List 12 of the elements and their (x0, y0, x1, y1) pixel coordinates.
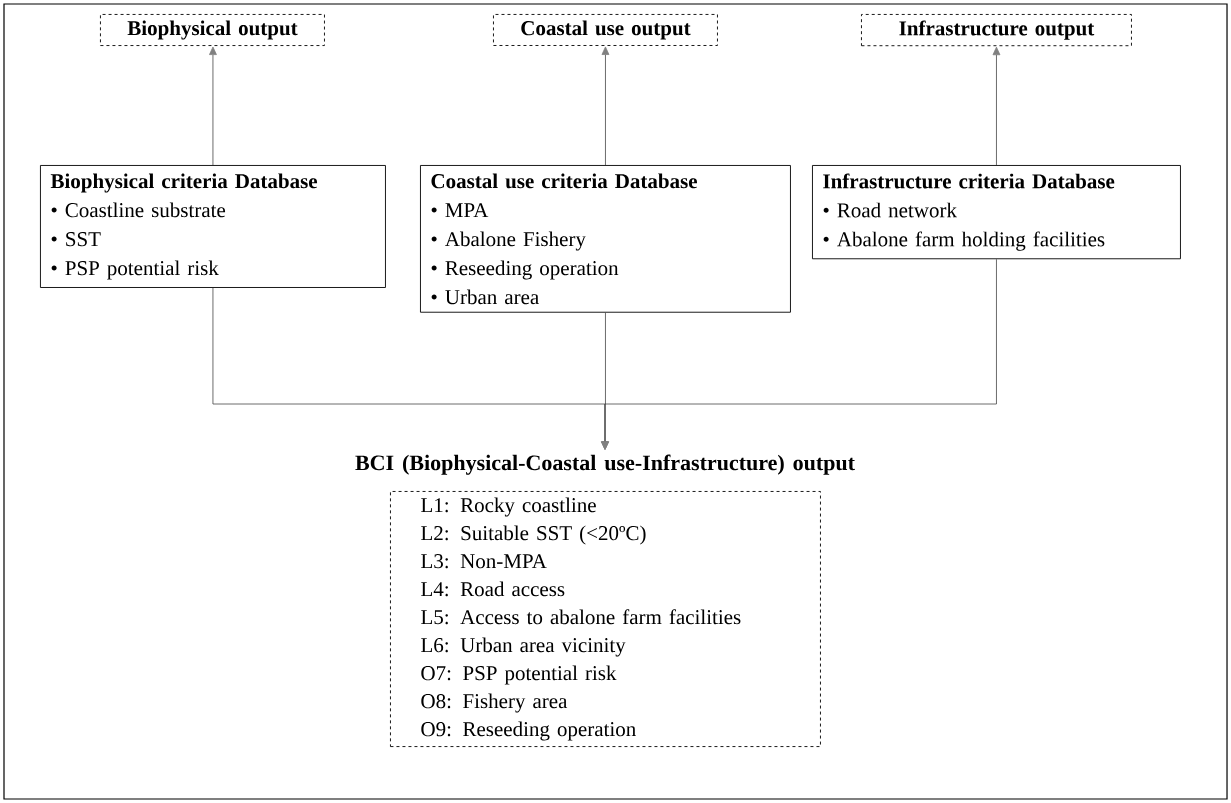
output-heading: BCI (Biophysical-Coastal use-Infrastructure) output (355, 454, 855, 475)
arrow (601, 46, 610, 166)
output-list-box: L1: Rocky coastline L2: Suitable SST (<20ºC) L3: Non-MPA L4: Road access L5: Access to abalone farm facilities L6: Urban area vicinity O7: PSP potential risk O8: Fishery area O9: Reseeding operation (390, 491, 821, 747)
database-box: Biophysical criteria Database • Coastline substrate • SST • PSP potential risk (40, 165, 386, 288)
arrow (992, 46, 1001, 166)
arrow (209, 46, 217, 166)
output-box: Coastal use output (493, 14, 718, 46)
database-box: Coastal use criteria Database • MPA • Abalone Fishery • Reseeding operation • Urban area (420, 165, 791, 313)
output-box: Biophysical output (100, 14, 325, 46)
arrow (601, 258, 997, 450)
output-box: Infrastructure output (861, 14, 1132, 47)
database-box: Infrastructure criteria Database • Road network • Abalone farm holding facilities (812, 165, 1181, 260)
